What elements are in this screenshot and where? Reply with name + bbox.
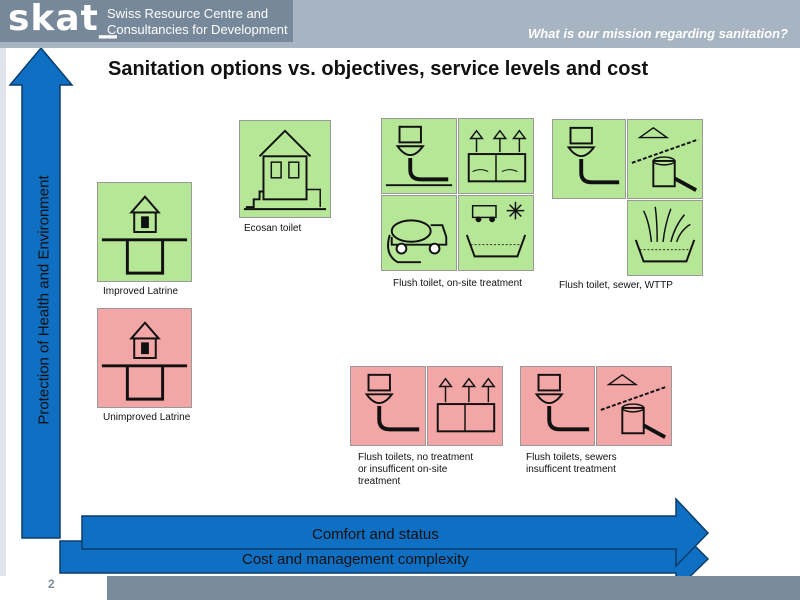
flush-no-treatment-line1: Flush toilets, no treatment <box>358 452 474 463</box>
septic-tank-icon <box>436 377 496 433</box>
no-treatment-toilet-tile <box>350 366 426 446</box>
footer-bar <box>107 576 800 600</box>
flush-sewer-wttp-label: Flush toilet, sewer, WTTP <box>559 280 673 291</box>
vacuum-truck-icon <box>387 219 448 264</box>
toilet-pipe-icon <box>385 125 453 187</box>
insufficient-sewer-tile <box>596 366 672 446</box>
vertical-axis-arrow <box>8 48 74 539</box>
toilet-pipe-icon <box>566 126 620 185</box>
logo-subtitle-line2: Consultancies for Development <box>107 22 288 37</box>
flush-sewers-insufficient-line2: insufficent treatment <box>526 464 616 475</box>
sewer-manhole-icon <box>600 373 668 439</box>
house-pit-latrine-icon <box>101 195 188 275</box>
logo-wordmark: skat_ <box>8 0 118 39</box>
flush-no-treatment-label: Flush toilets, no treatment or insuffice… <box>358 452 473 488</box>
house-pit-latrine-icon <box>101 321 188 401</box>
comfort-arrow <box>81 497 710 568</box>
logo-subtitle: Swiss Resource Centre and Consultancies … <box>107 6 288 38</box>
left-strip <box>0 48 6 576</box>
unimproved-latrine-label: Unimproved Latrine <box>103 412 191 423</box>
toilet-pipe-icon <box>364 373 420 432</box>
septic-tank-icon <box>467 129 527 183</box>
logo: skat_ Swiss Resource Centre and Consulta… <box>0 0 293 42</box>
onsite-treatment-tile <box>458 195 534 271</box>
sewer-reedbed-tile <box>627 200 703 276</box>
flush-sewers-insufficient-line1: Flush toilets, sewers <box>526 452 617 463</box>
slide-title: Sanitation options vs. objectives, servi… <box>108 58 649 80</box>
ecosan-house-icon <box>243 129 327 211</box>
treatment-bed-icon <box>465 201 527 258</box>
flush-no-treatment-line3: treatment <box>358 476 401 487</box>
cost-axis-label: Cost and management complexity <box>242 551 469 568</box>
toilet-pipe-icon <box>534 373 590 432</box>
vertical-axis-label: Protection of Health and Environment <box>35 175 53 425</box>
comfort-axis-label: Comfort and status <box>312 526 439 543</box>
flush-no-treatment-line2: or insufficent on-site <box>358 464 448 475</box>
flush-sewers-insufficient-label: Flush toilets, sewers insufficent treatm… <box>526 452 617 476</box>
insufficient-toilet-tile <box>520 366 595 446</box>
ecosan-toilet-tile <box>239 120 331 218</box>
ecosan-toilet-label: Ecosan toilet <box>244 223 302 234</box>
logo-subtitle-line1: Swiss Resource Centre and <box>107 6 269 21</box>
unimproved-latrine-tile <box>97 308 192 408</box>
reed-bed-icon <box>634 206 696 263</box>
sewer-toilet-tile <box>552 119 626 199</box>
no-treatment-septic-tile <box>427 366 503 446</box>
improved-latrine-tile <box>97 182 192 282</box>
horizontal-axis-arrows <box>59 497 710 592</box>
onsite-septic-tile <box>458 118 534 194</box>
flush-onsite-label: Flush toilet, on-site treatment <box>393 278 522 289</box>
page-number: 2 <box>48 577 55 591</box>
sewer-manhole-icon <box>631 126 699 192</box>
onsite-truck-tile <box>381 195 457 271</box>
onsite-toilet-tile <box>381 118 457 194</box>
improved-latrine-label: Improved Latrine <box>103 286 179 297</box>
header-question: What is our mission regarding sanitation… <box>527 26 788 41</box>
sewer-line-tile <box>627 119 703 199</box>
